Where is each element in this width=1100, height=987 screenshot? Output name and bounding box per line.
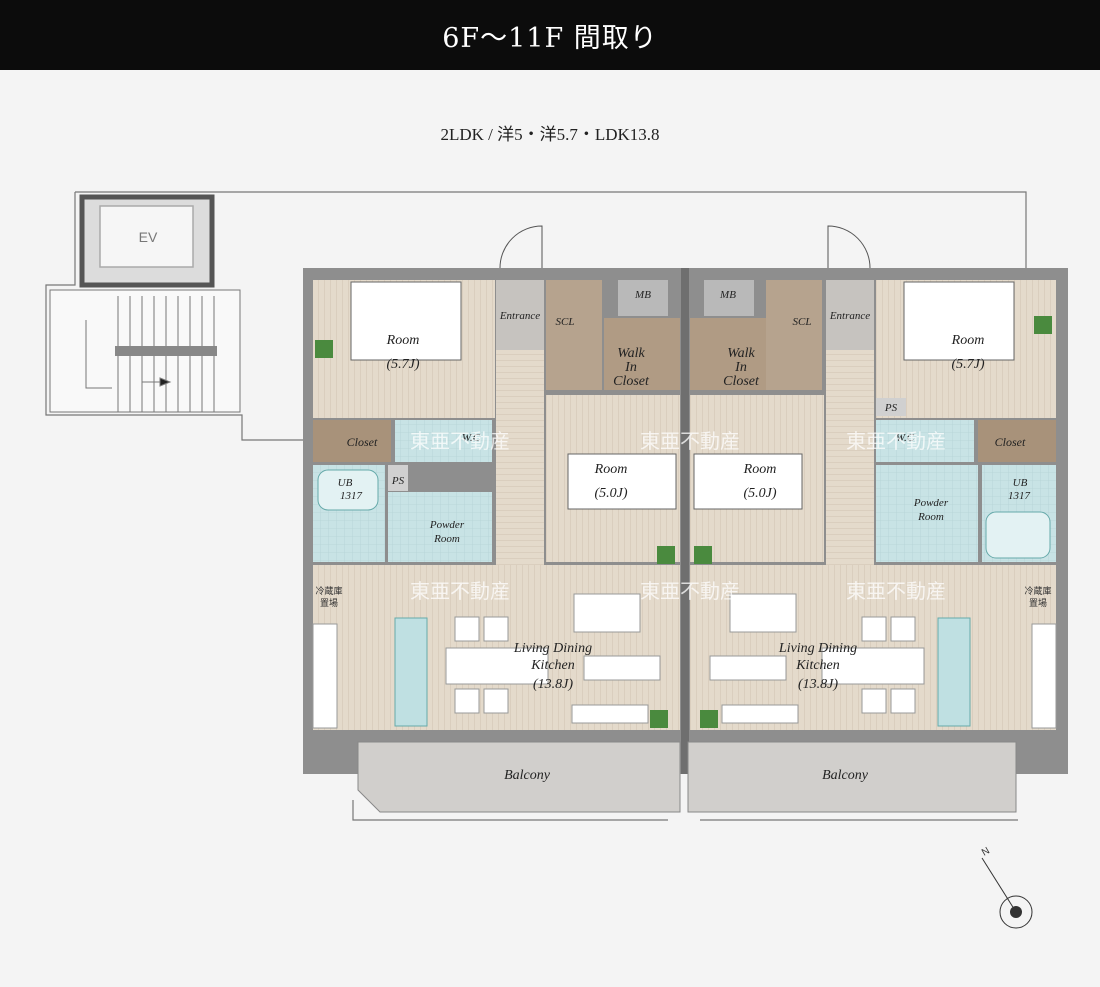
mb-label: MB xyxy=(634,289,651,301)
ps-label: PS xyxy=(391,475,405,487)
wc-label: W.C xyxy=(462,432,481,444)
fridge-label: 冷蔵庫 xyxy=(1024,585,1051,597)
ub-size-label: 1317 xyxy=(1008,490,1031,502)
staircase xyxy=(49,289,241,413)
watermark: 東亜不動産 xyxy=(410,579,510,603)
watermark: 東亜不動産 xyxy=(846,579,946,603)
wic-label: Closet xyxy=(613,374,650,389)
wic-label: In xyxy=(624,360,637,375)
right-unit xyxy=(690,280,1057,730)
closet-label: Closet xyxy=(995,435,1026,449)
powder-room-label: Room xyxy=(433,533,460,545)
room-size-label: (5.7J) xyxy=(951,357,984,372)
wic-label: Walk xyxy=(727,346,755,361)
page-title: 6F～11F 間取り xyxy=(442,22,658,54)
elevator-label: EV xyxy=(139,229,158,245)
balconies xyxy=(357,741,1017,813)
room-size-label: (5.0J) xyxy=(594,486,627,501)
powder-room-label: Powder xyxy=(429,519,465,531)
ldk-label: (13.8J) xyxy=(533,677,573,692)
powder-room-label: Powder xyxy=(913,497,949,509)
scl-label: SCL xyxy=(793,316,812,328)
closet-label: Closet xyxy=(347,435,378,449)
room-size-label: (5.0J) xyxy=(743,486,776,501)
fridge-label: 置場 xyxy=(1029,597,1047,609)
entrance-label: Entrance xyxy=(499,310,540,322)
fridge-label: 冷蔵庫 xyxy=(315,585,342,597)
party-wall xyxy=(681,268,689,774)
ldk-label: (13.8J) xyxy=(798,677,838,692)
wic-label: Closet xyxy=(723,374,760,389)
powder-room-label: Room xyxy=(917,511,944,523)
ub-size-label: 1317 xyxy=(340,490,363,502)
wc-label: W.C xyxy=(896,432,915,444)
watermark: 東亜不動産 xyxy=(846,429,946,453)
room-label: Room xyxy=(951,333,985,348)
left-unit-labels: Room (5.7J) Entrance SCL MB Walk In Clos… xyxy=(315,289,651,783)
compass-icon: N xyxy=(980,845,1033,929)
ub-label: UB xyxy=(338,477,353,489)
elevator: EV xyxy=(79,194,215,288)
entrance-doors xyxy=(499,225,871,269)
watermark: 東亜不動産 xyxy=(410,429,510,453)
ldk-label: Living Dining xyxy=(513,641,592,656)
wic-label: In xyxy=(734,360,747,375)
room-label: Room xyxy=(386,333,420,348)
ldk-label: Kitchen xyxy=(795,658,840,673)
corridor-outline xyxy=(45,191,1027,821)
ps-label: PS xyxy=(884,402,898,414)
room-size-label: (5.7J) xyxy=(386,357,419,372)
ub-label: UB xyxy=(1013,477,1028,489)
room-label: Room xyxy=(594,462,628,477)
page-header: 6F～11F 間取り xyxy=(0,0,1100,70)
right-unit-labels: Room (5.7J) Entrance SCL MB Walk In Clos… xyxy=(719,289,1051,783)
watermark: 東亜不動産 xyxy=(640,429,740,453)
watermarks: 東亜不動産 東亜不動産 東亜不動産 東亜不動産 東亜不動産 東亜不動産 xyxy=(410,429,946,603)
plan-subtitle: 2LDK / 洋5・洋5.7・LDK13.8 xyxy=(440,125,660,144)
wic-label: Walk xyxy=(617,346,645,361)
scl-label: SCL xyxy=(556,316,575,328)
ldk-label: Kitchen xyxy=(530,658,575,673)
compass-north-label: N xyxy=(980,845,992,858)
balcony-label: Balcony xyxy=(822,768,869,783)
balcony-label: Balcony xyxy=(504,768,551,783)
fridge-label: 置場 xyxy=(320,597,338,609)
mb-label: MB xyxy=(719,289,736,301)
ldk-label: Living Dining xyxy=(778,641,857,656)
room-label: Room xyxy=(743,462,777,477)
watermark: 東亜不動産 xyxy=(640,579,740,603)
left-unit xyxy=(312,280,680,730)
entrance-label: Entrance xyxy=(829,310,870,322)
